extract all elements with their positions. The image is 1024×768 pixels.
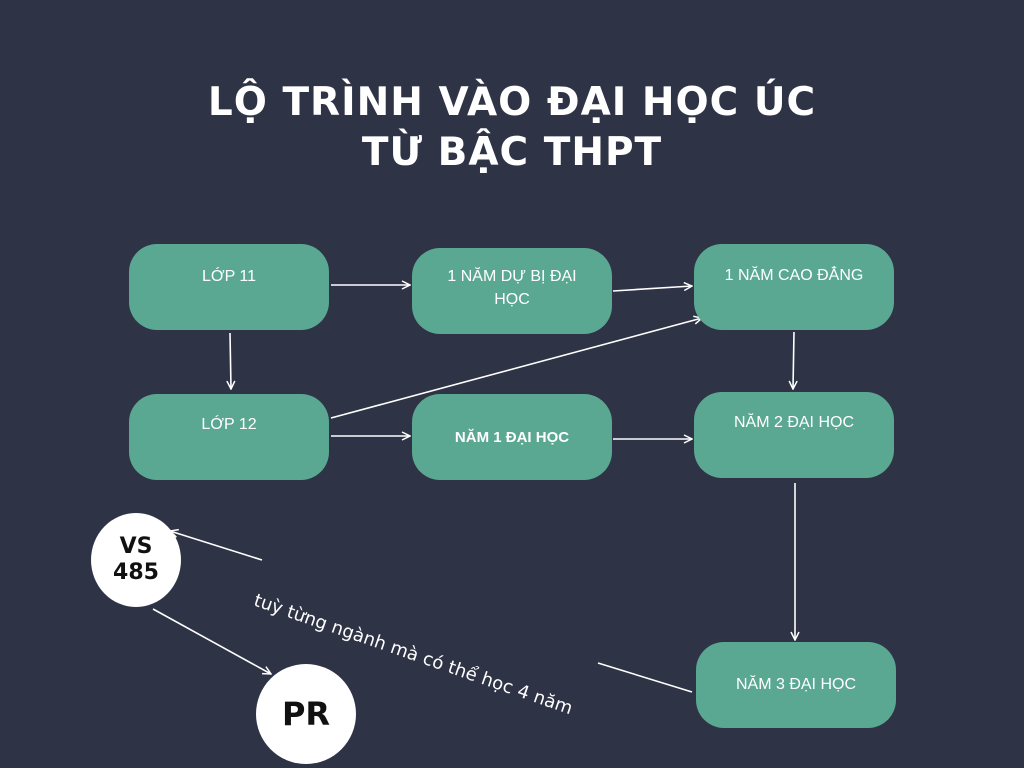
node-du-bi-label-line-2: HỌC — [494, 291, 530, 308]
node-nam-2-dai-hoc: NĂM 2 ĐẠI HỌC — [694, 392, 894, 478]
node-cao-dang: 1 NĂM CAO ĐẲNG — [694, 244, 894, 330]
page-title: LỘ TRÌNH VÀO ĐẠI HỌC ÚC TỪ BẬC THPT — [0, 78, 1024, 178]
node-nam-3-label: NĂM 3 ĐẠI HỌC — [735, 676, 856, 693]
node-du-bi-dai-hoc: 1 NĂM DỰ BỊ ĐẠI HỌC — [412, 248, 612, 334]
circle-vs-label: VS — [119, 534, 153, 559]
node-lop-11: LỚP 11 — [129, 244, 329, 330]
circle-pr: PR — [256, 664, 356, 764]
arrow-nam3-to-vs485 — [170, 531, 263, 561]
arrow-dubi-to-caodang — [612, 286, 692, 292]
arrow-lop11-to-lop12 — [230, 332, 231, 389]
node-nam-3-dai-hoc: NĂM 3 ĐẠI HỌC — [696, 642, 896, 728]
node-lop-11-label: LỚP 11 — [201, 268, 257, 285]
circle-vs-485: VS 485 — [91, 513, 181, 607]
node-nam-2-label: NĂM 2 ĐẠI HỌC — [733, 414, 854, 431]
arrow-vs485-to-pr — [152, 608, 271, 674]
circle-vs-number: 485 — [113, 560, 159, 585]
circle-pr-label: PR — [281, 695, 331, 733]
node-cao-dang-label: 1 NĂM CAO ĐẲNG — [724, 267, 864, 284]
node-du-bi-label-line-1: 1 NĂM DỰ BỊ ĐẠI — [447, 268, 577, 285]
node-lop-12-label: LỚP 12 — [201, 416, 257, 433]
node-nam-1-label: NĂM 1 ĐẠI HỌC — [454, 429, 570, 446]
arrow-caodang-to-nam2 — [793, 331, 794, 389]
title-line-1: LỘ TRÌNH VÀO ĐẠI HỌC ÚC — [207, 80, 817, 125]
arrow-nam3-to-vs485-part — [597, 662, 693, 693]
title-line-2: TỪ BẬC THPT — [361, 130, 663, 175]
arrow-lop12-to-caodang — [330, 318, 702, 419]
node-nam-1-dai-hoc: NĂM 1 ĐẠI HỌC — [412, 394, 612, 480]
node-lop-12: LỚP 12 — [129, 394, 329, 480]
